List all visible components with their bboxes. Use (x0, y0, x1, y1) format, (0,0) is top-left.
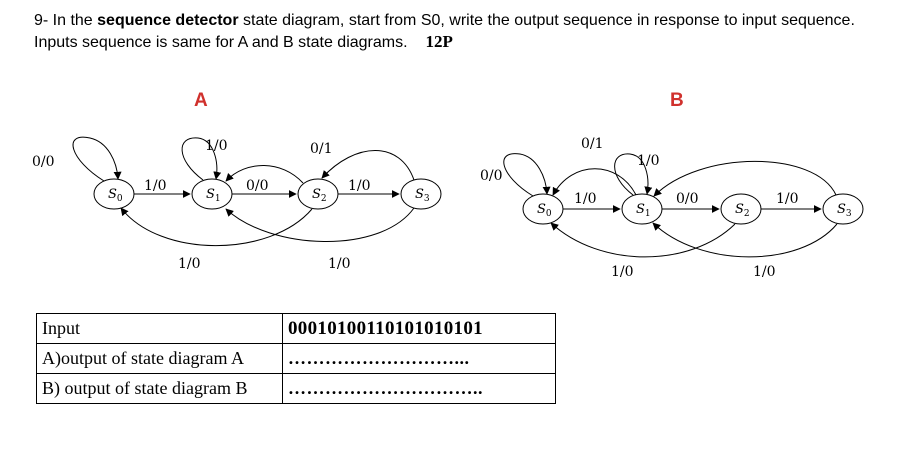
question-rest: state diagram, start from S0, write the … (34, 12, 855, 51)
transition-b-s2-s0-low (550, 222, 736, 258)
state-a-s0-name: S (108, 187, 117, 202)
state-b-s0-name: S (537, 202, 546, 217)
label-a-s2-s3: 1/0 (348, 178, 371, 194)
label-a-s1-self: 1/0 (205, 138, 228, 154)
transition-b-s3-s1 (653, 160, 837, 197)
state-diagram-b: B S0 S1 S2 S3 0/0 1/0 1/0 0/1 0/0 1/ (480, 90, 864, 280)
state-a-s2: S2 (297, 178, 339, 210)
label-b-s2-s0: 1/0 (611, 264, 634, 280)
state-b-s3: S3 (822, 193, 864, 225)
transition-a-s3-s1-low (225, 207, 415, 242)
state-a-s2-name: S (312, 187, 321, 202)
table-row: Input 00010100110101010101 (36, 313, 556, 344)
svg-text:S3: S3 (415, 187, 430, 204)
state-a-s0-sub: 0 (117, 194, 123, 204)
state-b-s3-sub: 3 (846, 209, 852, 219)
svg-text:S0: S0 (537, 202, 552, 219)
state-b-s1-sub: 1 (645, 209, 651, 219)
transition-b-s1-self (614, 153, 653, 196)
state-a-s3: S3 (400, 178, 442, 210)
label-b-s1-self: 1/0 (637, 153, 660, 169)
transition-b-s3-s1-low (652, 222, 838, 258)
transition-b-s0-self (503, 153, 551, 197)
state-diagram-a: A S0 S1 S2 S3 0/0 1/0 1/0 0/0 (32, 90, 442, 272)
row-output-a-label: A)output of state diagram A (36, 343, 283, 374)
row-input-label: Input (36, 313, 283, 344)
state-a-s2-sub: 2 (321, 194, 327, 204)
label-b-s3-s1: 1/0 (753, 264, 776, 280)
state-b-s1-name: S (636, 202, 645, 217)
transition-a-s2-s1 (225, 165, 304, 184)
state-b-s2: S2 (720, 193, 762, 225)
question-points: 12P (425, 32, 453, 51)
label-a-s0-s1: 1/0 (144, 178, 167, 194)
question-prefix: 9- In the (34, 12, 98, 29)
io-table: Input 00010100110101010101 A)output of s… (36, 313, 556, 404)
label-a-s3-s1: 1/0 (328, 256, 351, 272)
state-a-s3-sub: 3 (424, 194, 430, 204)
transition-a-s2-s0-low (120, 207, 313, 247)
state-a-s1-sub: 1 (215, 194, 221, 204)
row-output-b-value[interactable]: ………………………….. (282, 373, 556, 404)
svg-text:S2: S2 (735, 202, 750, 219)
state-a-s1-name: S (206, 187, 215, 202)
diagram-a-title: A (194, 90, 208, 111)
state-b-s1: S1 (621, 193, 663, 225)
state-b-s2-sub: 2 (744, 209, 750, 219)
diagram-b-title: B (670, 90, 684, 111)
state-a-s1: S1 (191, 178, 233, 210)
state-b-s3-name: S (837, 202, 846, 217)
label-a-s0-self: 0/0 (32, 154, 55, 170)
label-a-s2-s1: 0/1 (310, 141, 333, 157)
label-b-s0-s1: 1/0 (574, 191, 597, 207)
question-bold-term: sequence detector (97, 12, 239, 29)
row-input-value: 00010100110101010101 (282, 313, 556, 344)
question-text: 9- In the sequence detector state diagra… (34, 10, 894, 53)
svg-text:S1: S1 (636, 202, 651, 219)
label-b-s1-s0: 0/1 (581, 136, 604, 152)
row-output-b-label: B) output of state diagram B (36, 373, 283, 404)
label-b-s2-s3: 1/0 (776, 191, 799, 207)
svg-text:S2: S2 (312, 187, 327, 204)
svg-text:S3: S3 (837, 202, 852, 219)
label-a-s3-s0: 1/0 (178, 256, 201, 272)
table-row: A)output of state diagram A ………………………... (36, 343, 556, 374)
transition-a-s0-self (72, 136, 122, 182)
state-b-s0-sub: 0 (546, 209, 552, 219)
svg-text:S0: S0 (108, 187, 123, 204)
svg-text:S1: S1 (206, 187, 221, 204)
label-b-s1-s2: 0/0 (676, 191, 699, 207)
label-a-s1-s2: 0/0 (246, 178, 269, 194)
row-output-a-value[interactable]: ………………………... (282, 343, 556, 374)
label-b-s0-self: 0/0 (480, 168, 503, 184)
state-a-s3-name: S (415, 187, 424, 202)
transition-b-s1-s0 (552, 168, 637, 196)
transition-a-s3-s0 (321, 150, 415, 181)
state-diagrams: A S0 S1 S2 S3 0/0 1/0 1/0 0/0 (32, 90, 864, 280)
state-b-s2-name: S (735, 202, 744, 217)
transition-a-s1-self (181, 137, 222, 181)
state-b-s0: S0 (522, 193, 564, 225)
state-a-s0: S0 (93, 178, 135, 210)
table-row: B) output of state diagram B ………………………….… (36, 373, 556, 404)
